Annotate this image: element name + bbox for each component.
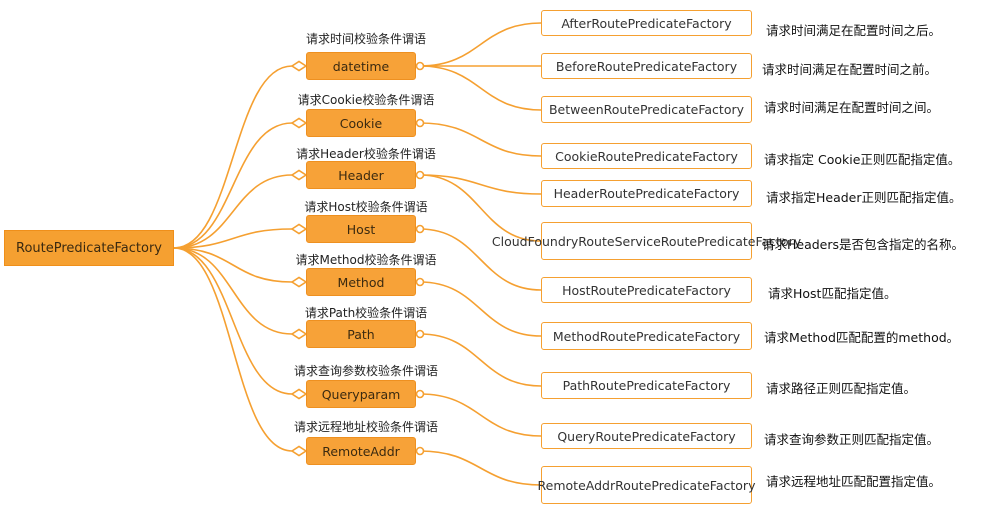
predicate-caption: 请求远程地址校验条件谓语 <box>293 420 438 434</box>
predicate-to-factory-line <box>419 22 542 67</box>
predicate-to-factory-line <box>419 174 542 242</box>
connector-diamond <box>290 223 308 235</box>
predicate-to-factory-line <box>419 228 542 291</box>
connector-dot <box>415 170 425 180</box>
connector-dot <box>415 224 425 234</box>
predicate-to-factory-line <box>419 174 542 195</box>
connector-dot <box>415 329 425 339</box>
factory-node-after[interactable]: AfterRoutePredicateFactory <box>541 10 752 36</box>
factory-node-host[interactable]: HostRoutePredicateFactory <box>541 277 752 303</box>
predicate-to-factory-line <box>419 450 542 486</box>
root-to-predicate-line <box>173 247 293 452</box>
factory-description: 请求Method匹配配置的method。 <box>764 330 960 345</box>
predicate-caption: 请求Host校验条件谓语 <box>304 200 428 214</box>
connector-diamond <box>290 445 308 457</box>
factory-description: 请求Headers是否包含指定的名称。 <box>762 237 965 252</box>
connector-diamond <box>290 328 308 340</box>
factory-node-path[interactable]: PathRoutePredicateFactory <box>541 372 752 399</box>
connector-diamond <box>290 117 308 129</box>
connector-diamond <box>290 388 308 400</box>
connector-diamond <box>290 60 308 72</box>
predicate-node-remoteaddr[interactable]: RemoteAddr <box>306 437 416 465</box>
connector-diamond <box>290 169 308 181</box>
factory-description: 请求指定 Cookie正则匹配指定值。 <box>764 152 961 167</box>
predicate-caption: 请求Header校验条件谓语 <box>296 147 436 161</box>
connector-dot <box>415 389 425 399</box>
predicate-caption: 请求Method校验条件谓语 <box>295 253 437 267</box>
predicate-caption: 请求查询参数校验条件谓语 <box>293 364 438 378</box>
connector-diamond <box>290 276 308 288</box>
connector-dot <box>415 118 425 128</box>
connector-dot <box>415 446 425 456</box>
predicate-to-factory-line <box>419 333 542 387</box>
factory-description: 请求路径正则匹配指定值。 <box>766 381 917 396</box>
predicate-node-host[interactable]: Host <box>306 215 416 243</box>
factory-description: 请求时间满足在配置时间之后。 <box>766 23 942 38</box>
root-to-predicate-line <box>173 228 293 249</box>
root-to-predicate-line <box>173 247 293 283</box>
factory-node-header[interactable]: HeaderRoutePredicateFactory <box>541 180 752 207</box>
root-to-predicate-line <box>173 174 293 249</box>
factory-description: 请求时间满足在配置时间之间。 <box>764 100 940 115</box>
factory-description: 请求Host匹配指定值。 <box>768 286 897 301</box>
root-to-predicate-line <box>173 122 293 249</box>
predicate-node-path[interactable]: Path <box>306 320 416 348</box>
factory-node-method[interactable]: MethodRoutePredicateFactory <box>541 322 752 350</box>
connector-dot <box>415 277 425 287</box>
factory-node-remoteaddr[interactable]: RemoteAddrRoutePredicateFactory <box>538 466 755 504</box>
factory-node-before[interactable]: BeforeRoutePredicateFactory <box>541 53 752 79</box>
connector-dot <box>415 61 425 71</box>
predicate-to-factory-line <box>419 393 542 437</box>
root-to-predicate-line <box>173 65 293 249</box>
predicate-to-factory-line <box>419 65 542 111</box>
factory-description: 请求时间满足在配置时间之前。 <box>762 62 938 77</box>
predicate-to-factory-line <box>419 281 542 337</box>
predicate-to-factory-line <box>419 122 542 157</box>
predicate-node-cookie[interactable]: Cookie <box>306 109 416 137</box>
root-node[interactable]: RoutePredicateFactory <box>4 230 174 266</box>
predicate-node-method[interactable]: Method <box>306 268 416 296</box>
factory-node-cloudfoundry[interactable]: CloudFoundryRouteServiceRoutePredicateFa… <box>492 222 801 260</box>
predicate-caption: 请求Path校验条件谓语 <box>304 306 428 320</box>
factory-description: 请求查询参数正则匹配指定值。 <box>764 432 940 447</box>
factory-node-between[interactable]: BetweenRoutePredicateFactory <box>541 96 752 123</box>
root-to-predicate-line <box>173 247 293 335</box>
root-to-predicate-line <box>173 247 293 395</box>
factory-node-cookie[interactable]: CookieRoutePredicateFactory <box>541 143 752 169</box>
predicate-caption: 请求Cookie校验条件谓语 <box>297 93 435 107</box>
predicate-node-header[interactable]: Header <box>306 161 416 189</box>
predicate-caption: 请求时间校验条件谓语 <box>305 32 426 46</box>
factory-node-query[interactable]: QueryRoutePredicateFactory <box>541 423 752 449</box>
predicate-node-queryparam[interactable]: Queryparam <box>306 380 416 408</box>
factory-description: 请求指定Header正则匹配指定值。 <box>766 190 962 205</box>
factory-description: 请求远程地址匹配配置指定值。 <box>766 474 942 489</box>
predicate-node-datetime[interactable]: datetime <box>306 52 416 80</box>
